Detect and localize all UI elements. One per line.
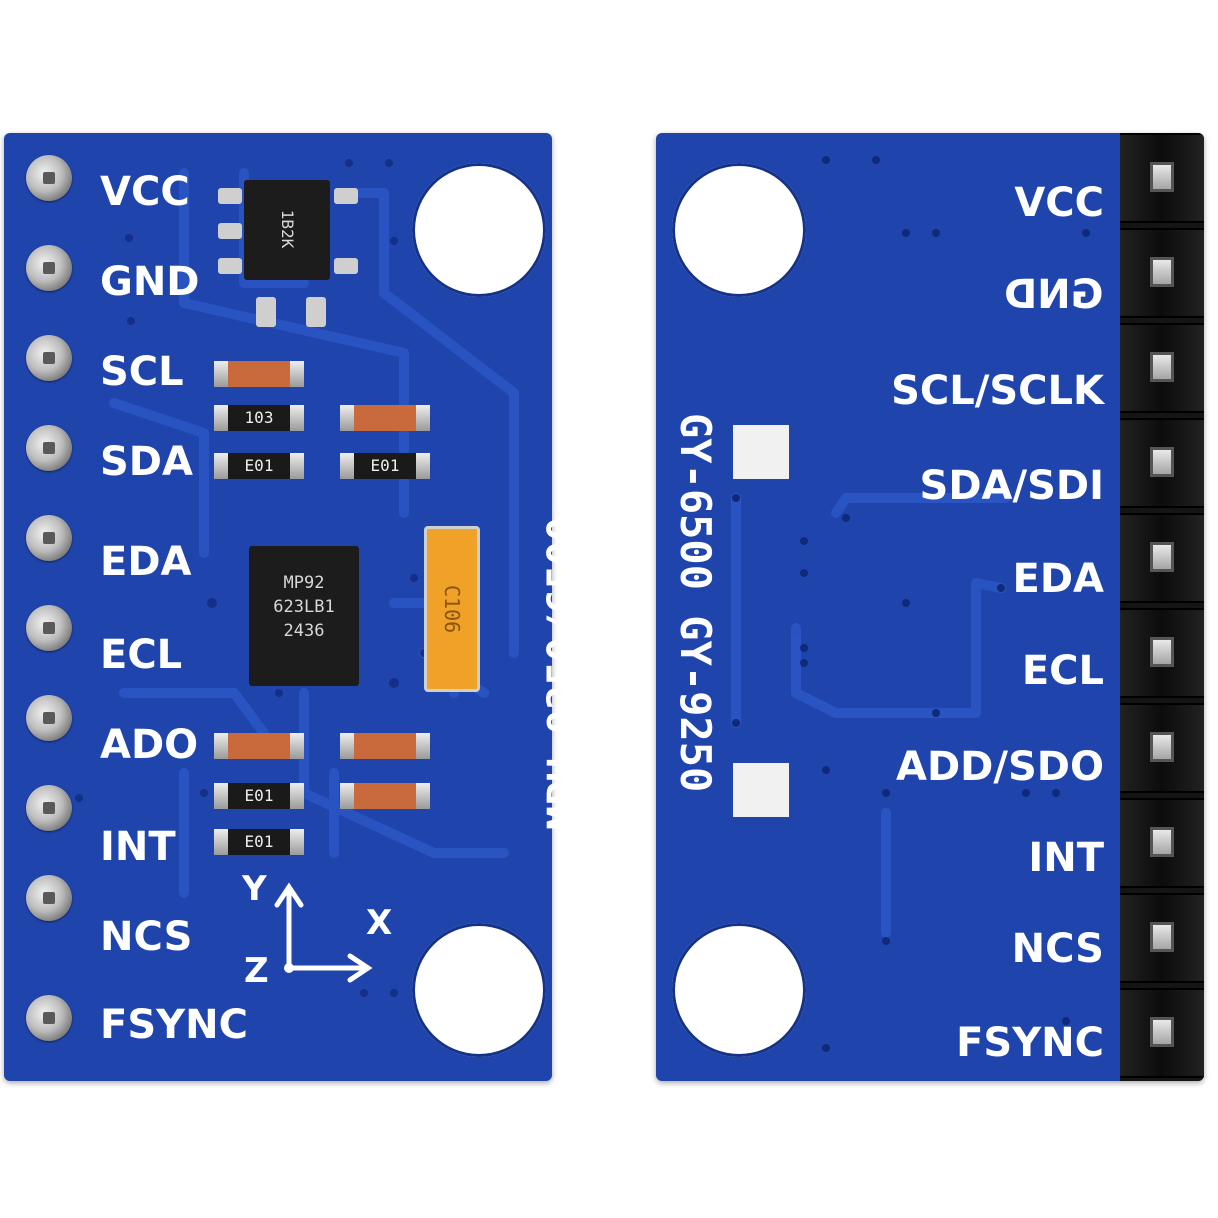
tantalum-capacitor: C106 — [424, 526, 480, 692]
pin-label-5: EDA — [100, 539, 192, 585]
pin-label-7: ADO — [100, 722, 199, 768]
header-pin-5 — [1150, 542, 1174, 572]
capacitor-5 — [340, 783, 430, 809]
back-pin-label-10: FSYNC — [956, 1020, 1104, 1066]
back-traces — [731, 156, 1090, 1052]
resistor-e01-4: E01 — [214, 829, 304, 855]
header-segment-9 — [1120, 893, 1204, 983]
pin-label-2: GND — [100, 259, 200, 305]
pin-label-4: SDA — [100, 439, 193, 485]
header-pin-4 — [1150, 447, 1174, 477]
pin-label-8: INT — [100, 824, 176, 870]
mounting-hole-back-bottom — [672, 923, 806, 1057]
mpu-9250-chip: MP92 623LB1 2436 — [249, 546, 359, 686]
axis-label-y: Y — [242, 869, 267, 909]
regulator-pad-left — [218, 188, 242, 204]
header-pin-8 — [1150, 827, 1174, 857]
mounting-hole-bottom — [412, 923, 546, 1057]
pin-pad-6 — [26, 605, 72, 651]
resistor-e01-3-marking: E01 — [244, 786, 274, 805]
front-pcb: VCC GND SCL SDA EDA ECL ADO INT NCS FSYN… — [4, 133, 552, 1081]
header-pin-6 — [1150, 637, 1174, 667]
resistor-e01-2: E01 — [340, 453, 430, 479]
pin-pad-8 — [26, 785, 72, 831]
header-pin-7 — [1150, 732, 1174, 762]
tantalum-marking: C106 — [440, 584, 464, 634]
pin-pad-3 — [26, 335, 72, 381]
regulator-pad-right — [334, 188, 358, 204]
back-pin-label-3: SCL/SCLK — [891, 368, 1104, 414]
pin-pad-2 — [26, 245, 72, 291]
header-segment-1 — [1120, 133, 1204, 223]
header-segment-8 — [1120, 798, 1204, 888]
test-pad-bottom — [733, 763, 789, 817]
header-pin-2 — [1150, 257, 1174, 287]
pin-pad-9 — [26, 875, 72, 921]
front-model-label: MPU-9250/6500. — [540, 492, 586, 830]
regulator-marking: 1B2K — [278, 209, 297, 249]
axis-label-z: Z — [244, 951, 269, 991]
regulator-pad-right-2 — [334, 258, 358, 274]
axis-indicator — [274, 882, 373, 983]
pin-pad-5 — [26, 515, 72, 561]
back-pin-label-8: INT — [1028, 835, 1104, 881]
resistor-103: 103 — [214, 405, 304, 431]
pin-label-1: VCC — [100, 169, 190, 215]
z-axis-dot — [284, 963, 294, 973]
back-pin-label-2: GND — [1004, 272, 1104, 318]
pin-label-10: FSYNC — [100, 1002, 248, 1048]
back-model-label: GY-6500 GY-9250 — [671, 413, 720, 793]
header-pin-9 — [1150, 922, 1174, 952]
back-pcb: VCC GND SCL/SCLK SDA/SDI EDA ECL ADD/SDO… — [656, 133, 1204, 1081]
header-segment-5 — [1120, 513, 1204, 603]
capacitor-2 — [340, 405, 430, 431]
chip-marking-line-2: 623LB1 — [273, 597, 335, 617]
pin-pad-4 — [26, 425, 72, 471]
small-component-1 — [256, 297, 276, 327]
pin-header — [1120, 133, 1204, 1081]
resistor-e01-1: E01 — [214, 453, 304, 479]
header-segment-10 — [1120, 988, 1204, 1078]
small-component-2 — [306, 297, 326, 327]
resistor-e01-2-marking: E01 — [370, 456, 400, 475]
back-pin-label-5: EDA — [1012, 556, 1104, 602]
resistor-e01-3: E01 — [214, 783, 304, 809]
back-pin-label-6: ECL — [1021, 648, 1104, 694]
header-segment-3 — [1120, 323, 1204, 413]
chip-marking-line-3: 2436 — [283, 621, 325, 641]
capacitor-3 — [214, 733, 304, 759]
header-pin-3 — [1150, 352, 1174, 382]
pin-pad-7 — [26, 695, 72, 741]
header-segment-7 — [1120, 703, 1204, 793]
axis-label-x: X — [366, 903, 393, 943]
mounting-hole-back-top — [672, 163, 806, 297]
pin-label-6: ECL — [100, 632, 183, 678]
header-segment-2 — [1120, 228, 1204, 318]
back-pin-label-4: SDA/SDI — [919, 463, 1104, 509]
header-pin-1 — [1150, 162, 1174, 192]
pin-pad-1 — [26, 155, 72, 201]
capacitor-4 — [340, 733, 430, 759]
pin-label-9: NCS — [100, 914, 193, 960]
header-segment-6 — [1120, 608, 1204, 698]
header-segment-4 — [1120, 418, 1204, 508]
pin-label-3: SCL — [100, 349, 184, 395]
chip-marking-line-1: MP92 — [283, 573, 325, 593]
header-pin-10 — [1150, 1017, 1174, 1047]
pin-pad-10 — [26, 995, 72, 1041]
test-pad-top — [733, 425, 789, 479]
resistor-e01-4-marking: E01 — [244, 832, 274, 851]
back-pin-label-9: NCS — [1011, 926, 1104, 972]
regulator-pad-left-3 — [218, 258, 242, 274]
back-pin-label-7: ADD/SDO — [896, 744, 1104, 790]
mounting-hole-top — [412, 163, 546, 297]
back-pin-label-1: VCC — [1014, 180, 1104, 226]
capacitor-1 — [214, 361, 304, 387]
resistor-e01-1-marking: E01 — [244, 456, 274, 475]
regulator-chip: 1B2K — [244, 180, 330, 280]
resistor-103-marking: 103 — [244, 408, 274, 427]
regulator-pad-left-2 — [218, 223, 242, 239]
